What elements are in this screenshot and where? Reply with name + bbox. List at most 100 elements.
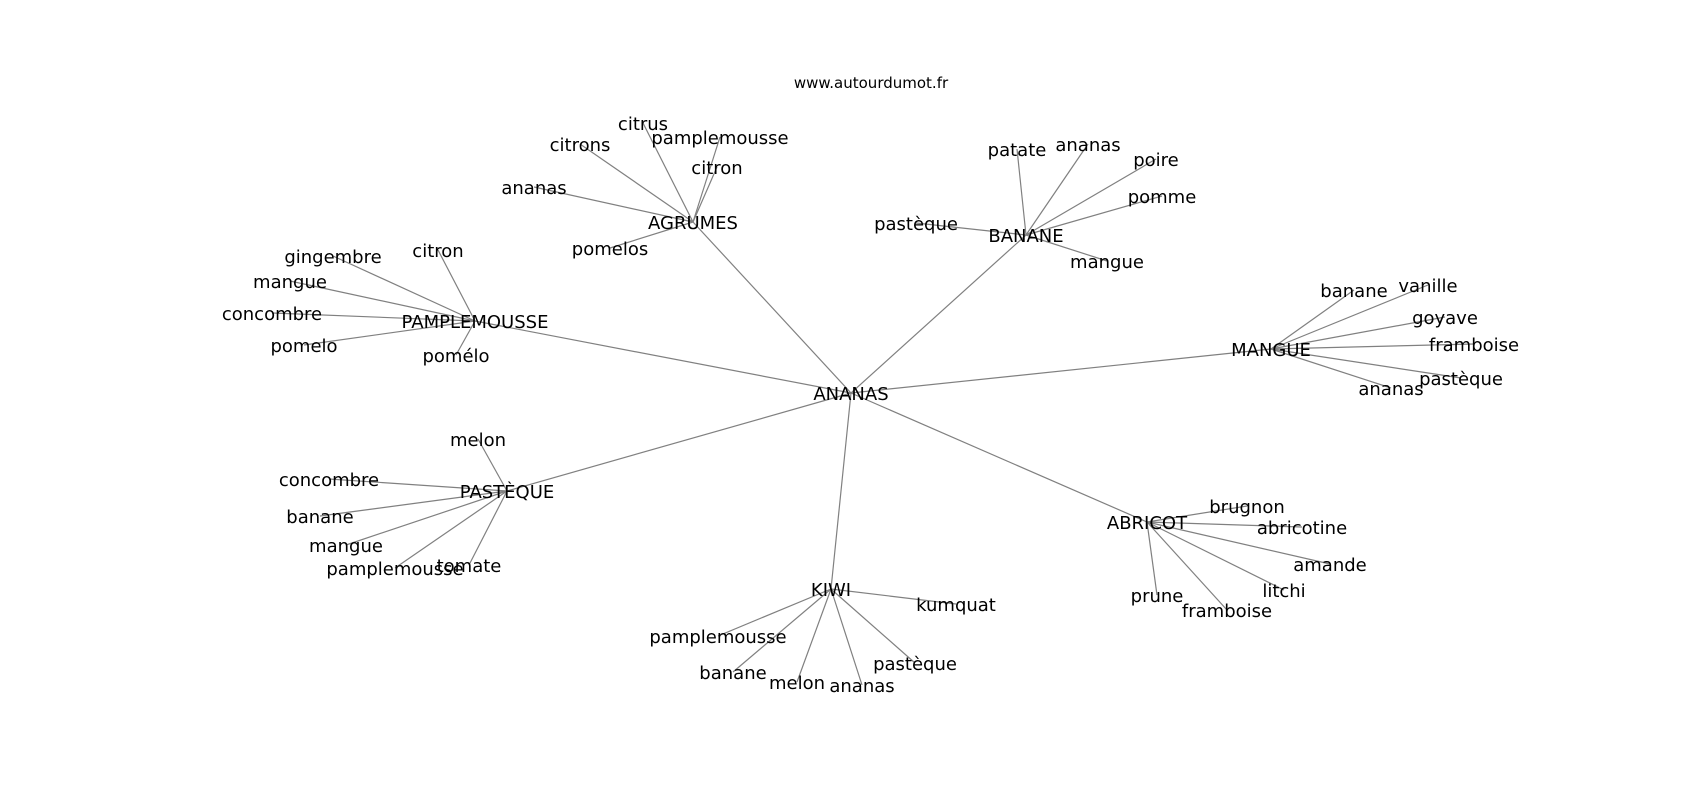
node-abr-prune[interactable]: prune — [1131, 586, 1184, 607]
edge-banane-ban-mangue — [1025, 234, 1108, 262]
edge-pamplemousse-pam-gingembre — [332, 255, 476, 322]
edge-pasteque-pas-mangue — [345, 490, 508, 546]
node-man-ananas[interactable]: ananas — [1358, 379, 1423, 400]
edge-kiwi-kiw-kumquat — [830, 588, 957, 605]
edge-pasteque-pas-concombre — [328, 478, 508, 492]
edge-mangue-man-vanille — [1270, 284, 1429, 350]
node-agrumes[interactable]: AGRUMES — [648, 213, 738, 234]
node-kiwi[interactable]: KIWI — [811, 580, 851, 601]
edge-abricot-abr-brugnon — [1146, 505, 1248, 523]
node-agr-pamplemousse[interactable]: pamplemousse — [651, 128, 788, 149]
node-pam-citron[interactable]: citron — [412, 241, 463, 262]
node-pam-pomelo[interactable]: pomelo — [270, 336, 337, 357]
node-kiw-melon[interactable]: melon — [769, 673, 825, 694]
edge-mangue-man-goyave — [1270, 316, 1446, 350]
node-pam-gingembre[interactable]: gingembre — [284, 247, 381, 268]
edge-pasteque-pas-melon — [477, 438, 508, 492]
node-ban-pasteque[interactable]: pastèque — [874, 214, 958, 235]
edge-banane-ban-patate — [1016, 148, 1027, 236]
node-ananas[interactable]: ANANAS — [813, 384, 888, 405]
edge-abricot-abr-litchi — [1146, 521, 1285, 591]
node-pamplemousse[interactable]: PAMPLEMOUSSE — [402, 312, 549, 333]
node-pas-melon[interactable]: melon — [450, 430, 506, 451]
node-agr-ananas[interactable]: ananas — [501, 178, 566, 199]
node-pas-mangue[interactable]: mangue — [309, 536, 383, 557]
node-abr-litchi[interactable]: litchi — [1262, 581, 1305, 602]
node-abr-brugnon[interactable]: brugnon — [1209, 497, 1285, 518]
node-banane[interactable]: BANANE — [988, 226, 1063, 247]
node-man-pasteque[interactable]: pastèque — [1419, 369, 1503, 390]
edges — [271, 122, 1475, 686]
node-abr-abricotine[interactable]: abricotine — [1257, 518, 1347, 539]
edge-abricot-abr-amande — [1146, 521, 1331, 565]
node-ban-mangue[interactable]: mangue — [1070, 252, 1144, 273]
edge-ananas-pasteque — [506, 392, 852, 492]
edge-mangue-man-framboise — [1270, 343, 1475, 350]
edge-ananas-agrumes — [692, 221, 852, 394]
edge-abricot-abr-prune — [1146, 521, 1158, 596]
edge-pamplemousse-pam-concombre — [271, 312, 476, 322]
node-man-banane[interactable]: banane — [1320, 281, 1387, 302]
node-ban-poire[interactable]: poire — [1133, 150, 1179, 171]
edge-ananas-kiwi — [830, 392, 852, 590]
edge-kiwi-kiw-ananas — [830, 588, 863, 686]
edge-pasteque-pas-tomate — [468, 490, 508, 566]
edge-pamplemousse-pam-pomelo2 — [455, 320, 476, 356]
edge-banane-ban-pomme — [1025, 195, 1163, 236]
edge-abricot-abr-framboise — [1146, 521, 1228, 611]
node-agr-citrus[interactable]: citrus — [618, 114, 668, 135]
edge-agrumes-agr-ananas — [533, 186, 694, 223]
node-pas-concombre[interactable]: concombre — [279, 470, 379, 491]
node-ban-ananas[interactable]: ananas — [1055, 135, 1120, 156]
edge-kiwi-kiw-pamplemousse — [717, 588, 832, 637]
edge-pasteque-pas-pamplemousse — [394, 490, 508, 569]
edge-kiwi-kiw-melon — [796, 588, 832, 683]
node-pas-tomate[interactable]: tomate — [437, 556, 502, 577]
node-man-framboise[interactable]: framboise — [1429, 335, 1519, 356]
edge-banane-ban-ananas — [1025, 143, 1089, 236]
edge-agrumes-agr-pamplemousse — [692, 136, 721, 223]
node-kiw-pasteque[interactable]: pastèque — [873, 654, 957, 675]
node-kiw-pamplemousse[interactable]: pamplemousse — [649, 627, 786, 648]
node-agr-citron[interactable]: citron — [691, 158, 742, 179]
edge-pamplemousse-pam-pomelo — [303, 320, 476, 346]
edge-kiwi-kiw-pasteque — [830, 588, 916, 664]
node-abricot[interactable]: ABRICOT — [1107, 513, 1188, 534]
node-ban-pomme[interactable]: pomme — [1128, 187, 1197, 208]
node-ban-patate[interactable]: patate — [988, 140, 1047, 161]
edge-pamplemousse-pam-citron — [437, 249, 476, 322]
node-pam-concombre[interactable]: concombre — [222, 304, 322, 325]
edge-banane-ban-poire — [1025, 158, 1157, 236]
node-kiw-kumquat[interactable]: kumquat — [916, 595, 996, 616]
node-pasteque[interactable]: PASTÈQUE — [460, 481, 555, 503]
node-man-goyave[interactable]: goyave — [1412, 308, 1478, 329]
edge-agrumes-agr-pomelos — [609, 221, 694, 249]
node-pam-mangue[interactable]: mangue — [253, 272, 327, 293]
node-mangue[interactable]: MANGUE — [1231, 340, 1311, 361]
edge-mangue-man-ananas — [1270, 348, 1392, 389]
node-pas-banane[interactable]: banane — [286, 507, 353, 528]
node-pam-pomelo2[interactable]: pomélo — [422, 346, 489, 367]
node-labels: ANANAS AGRUMES BANANE PAMPLEMOUSSE MANGUE PAS… — [222, 114, 1519, 697]
edge-banane-ban-pasteque — [915, 222, 1027, 236]
edge-agrumes-agr-citrons — [579, 143, 694, 223]
site-credit: www.autourdumot.fr — [794, 74, 949, 92]
edge-ananas-mangue — [850, 348, 1272, 394]
edge-pasteque-pas-banane — [319, 490, 508, 517]
node-abr-framboise[interactable]: framboise — [1182, 601, 1272, 622]
edge-agrumes-agr-citron — [692, 166, 718, 223]
edge-mangue-man-banane — [1270, 289, 1355, 350]
node-agr-citrons[interactable]: citrons — [550, 135, 611, 156]
edge-mangue-man-pasteque — [1270, 348, 1462, 379]
edge-ananas-banane — [850, 234, 1027, 394]
node-kiw-banane[interactable]: banane — [699, 663, 766, 684]
edge-ananas-abricot — [850, 392, 1148, 523]
edge-kiwi-kiw-banane — [732, 588, 832, 673]
node-abr-amande[interactable]: amande — [1293, 555, 1367, 576]
edge-abricot-abr-abricotine — [1146, 521, 1303, 528]
node-agr-pomelos[interactable]: pomelos — [572, 239, 648, 260]
node-man-vanille[interactable]: vanille — [1398, 276, 1457, 297]
node-kiw-ananas[interactable]: ananas — [829, 676, 894, 697]
node-pas-pamplemousse[interactable]: pamplemousse — [326, 559, 463, 580]
